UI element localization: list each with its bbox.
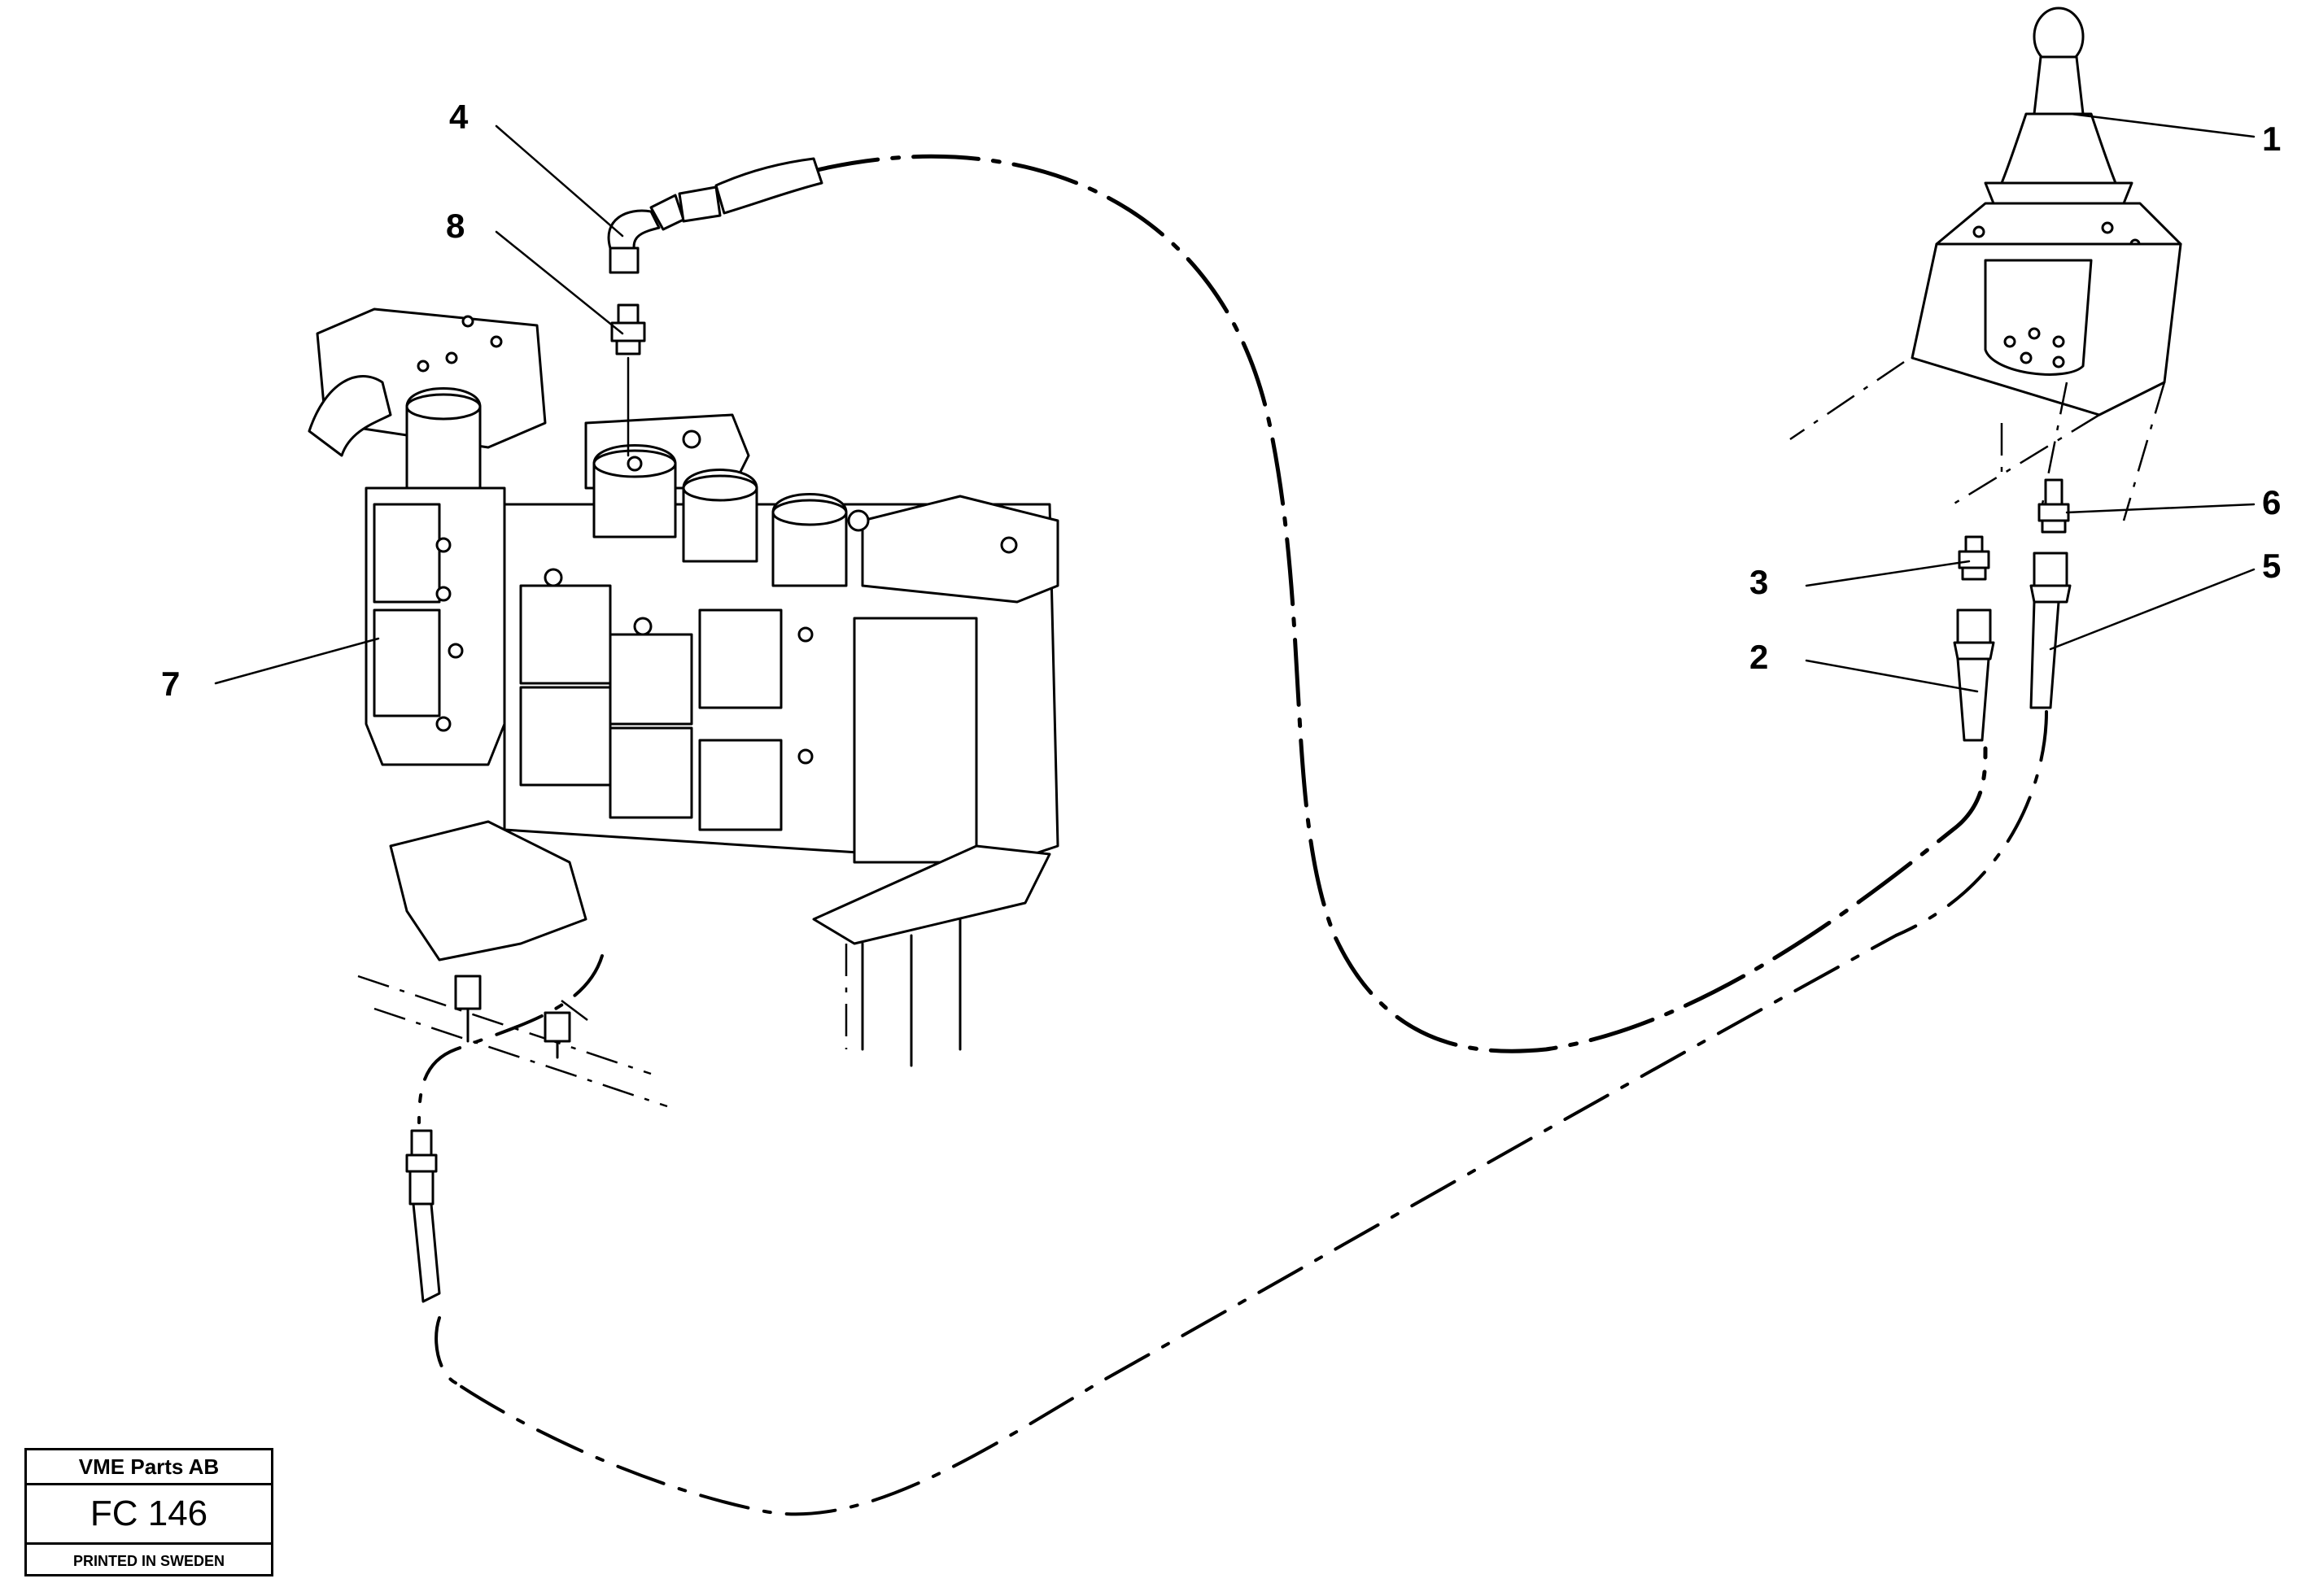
callout-6: 6: [2262, 483, 2281, 521]
callout-3: 3: [1749, 563, 1768, 601]
callout-2: 2: [1749, 638, 1768, 676]
leader-3: [1805, 560, 1971, 587]
leader-1: [2069, 112, 2256, 138]
hose-valve-to-lower-fitting: [417, 954, 604, 1124]
elbow-fitting-4: [607, 157, 823, 274]
callout-5: 5: [2262, 547, 2281, 585]
hose-end-5: [2029, 552, 2072, 709]
hose-4-to-joystick: [811, 154, 1988, 1053]
hose-5-to-lower-fitting: [454, 710, 2048, 1516]
leader-4: [495, 124, 624, 238]
title-block-company: VME Parts AB: [27, 1450, 271, 1485]
nipple-fitting-8: [610, 303, 646, 457]
title-block-code: FC 146: [27, 1485, 271, 1545]
joystick-assembly: [1789, 7, 2182, 521]
hose-end-2: [1953, 608, 1995, 742]
leader-5: [2049, 568, 2256, 651]
control-valve-block: [308, 307, 1059, 1108]
nipple-fitting-3: [1958, 535, 1990, 581]
nipple-fitting-6: [2037, 478, 2070, 534]
callout-7: 7: [161, 665, 180, 703]
title-block-printed: PRINTED IN SWEDEN: [72, 1553, 225, 1569]
callout-1: 1: [2262, 120, 2281, 158]
leader-8: [495, 230, 624, 335]
callout-4: 4: [449, 98, 469, 136]
hose-lower-return: [435, 1316, 457, 1385]
callout-8: 8: [446, 207, 465, 245]
lower-hose-end-fitting: [405, 1129, 441, 1303]
leader-6: [2065, 503, 2256, 514]
title-block: VME Parts AB FC 146 PRINTED IN SWEDEN: [24, 1448, 273, 1576]
leader-7: [214, 637, 380, 685]
leader-2: [1805, 659, 1979, 693]
